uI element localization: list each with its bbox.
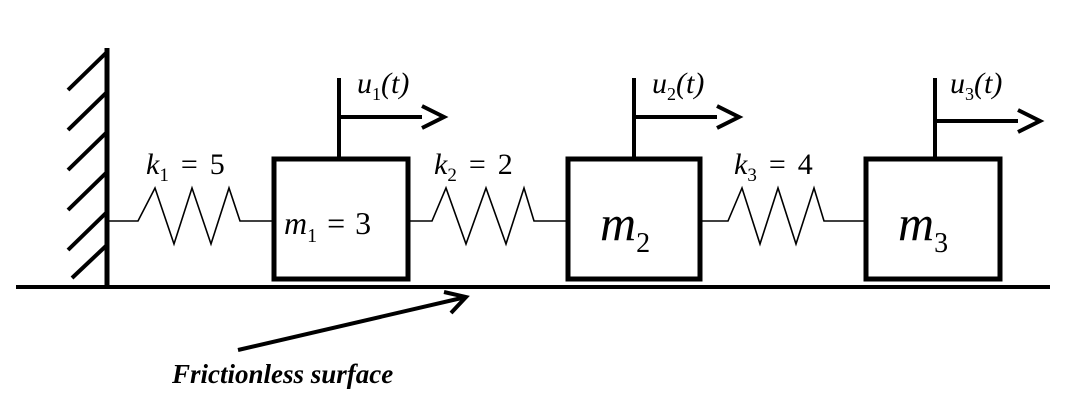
label-k1: k1=5 (146, 148, 225, 186)
displacement-arrow-1 (337, 78, 449, 159)
spring-k3 (700, 185, 866, 247)
label-m2: m2 (600, 195, 650, 259)
wall-hatching (66, 50, 109, 280)
label-m3: m3 (898, 195, 948, 259)
label-u1: u1(t) (357, 67, 409, 104)
label-u3: u3(t) (950, 67, 1002, 104)
spring-k1 (108, 185, 274, 247)
displacement-arrow-3 (933, 78, 1045, 159)
label-u2: u2(t) (652, 67, 704, 104)
label-m1: m1=3 (284, 205, 371, 247)
label-k2: k2=2 (434, 148, 513, 186)
surface-caption: Frictionless surface (171, 359, 393, 389)
fixed-wall (66, 48, 110, 287)
spring-k2 (408, 185, 568, 247)
label-k3: k3=4 (734, 148, 813, 186)
displacement-arrow-2 (632, 78, 744, 159)
surface-pointer-arrow (237, 290, 470, 352)
